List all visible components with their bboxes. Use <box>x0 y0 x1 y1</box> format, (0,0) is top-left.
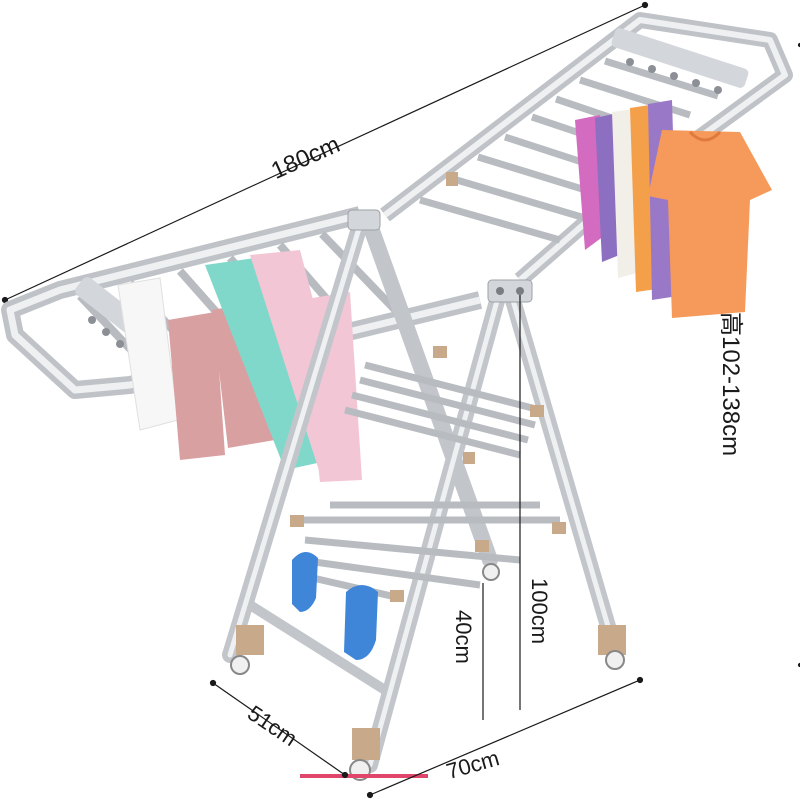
inner-height-label: 100cm <box>527 578 552 645</box>
joint-connectors <box>290 172 566 602</box>
lower-shelf <box>299 501 560 602</box>
center-hinge <box>347 209 533 303</box>
feet-and-wheels <box>230 563 626 781</box>
upper-shelf <box>344 361 541 459</box>
stand-frame-highlight <box>227 222 615 768</box>
slippers <box>292 551 378 660</box>
length-dimension-line <box>1 1 649 304</box>
hanging-towels <box>117 250 362 482</box>
bottom-crossbar <box>247 600 388 695</box>
height-dimension-lines <box>482 42 800 720</box>
hanging-shirts <box>575 100 772 318</box>
height-range-label: 高102-138cm <box>717 312 744 457</box>
shelf-height-label: 40cm <box>451 610 476 664</box>
base-dimension-lines <box>209 676 644 799</box>
